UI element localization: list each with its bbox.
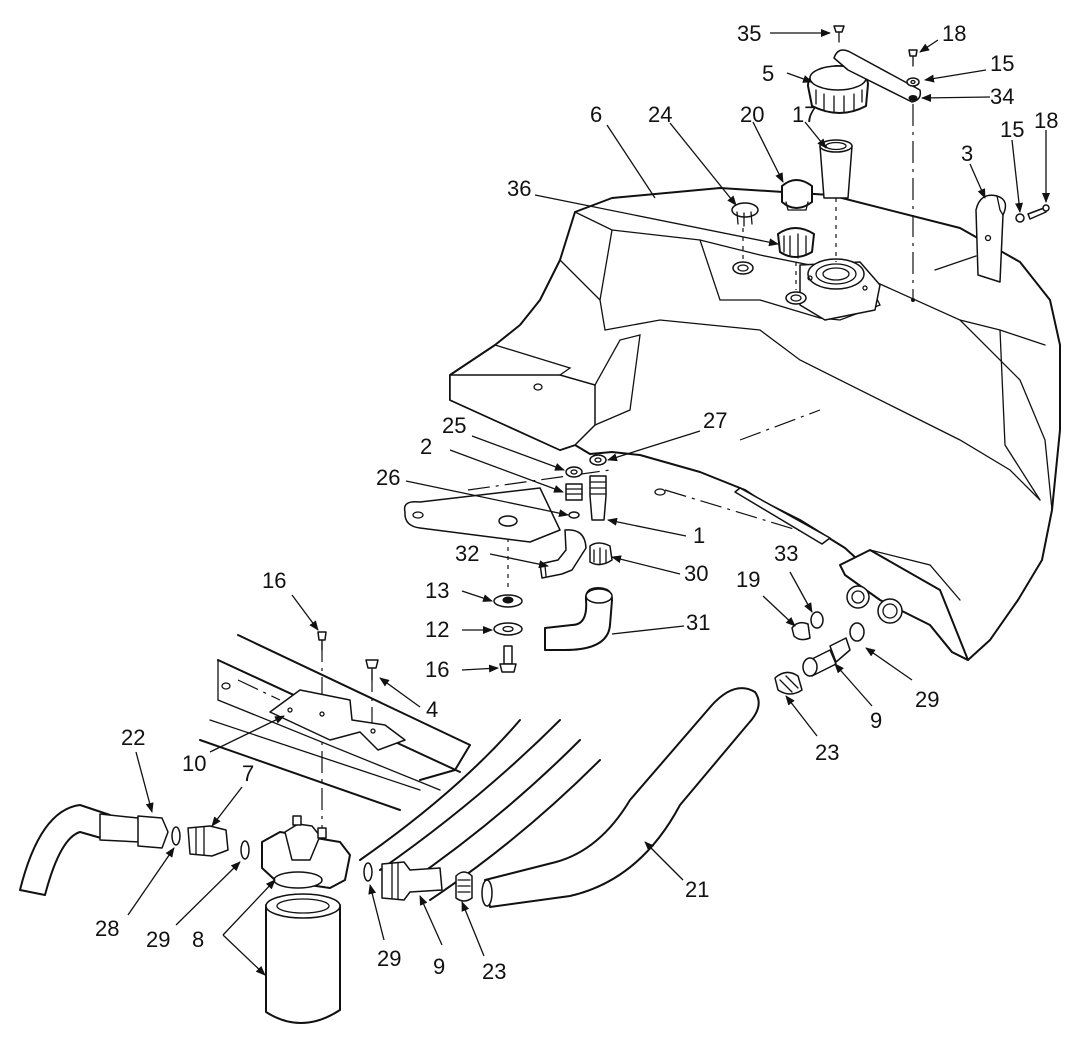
fuel-tank <box>449 187 1061 661</box>
bolt-16a <box>317 631 327 641</box>
tank-mount-plate <box>403 487 831 545</box>
fitting-9b <box>381 861 443 901</box>
callout-9-bottom: 9 <box>433 954 445 979</box>
callout-16-top: 16 <box>262 568 286 593</box>
callout-33: 33 <box>774 541 798 566</box>
washer-27 <box>589 454 607 466</box>
callout-23-right: 23 <box>815 740 839 765</box>
nut-34 <box>908 95 918 101</box>
callout-30: 30 <box>684 561 708 586</box>
washer-15b <box>1015 213 1025 223</box>
fuel-filter-assembly <box>19 804 473 1024</box>
callout-29-right: 29 <box>915 687 939 712</box>
bolt-18a <box>908 49 918 57</box>
vent-valves <box>731 179 815 259</box>
washer-12 <box>493 622 523 636</box>
callout-23-bottom: 23 <box>482 959 506 984</box>
mounting-bracket-10 <box>269 689 406 751</box>
callout-15-right: 15 <box>1000 117 1024 142</box>
callout-12: 12 <box>425 617 449 642</box>
callout-32: 32 <box>455 541 479 566</box>
fuel-cap-assembly <box>807 25 922 199</box>
callout-4: 4 <box>426 697 438 722</box>
hose-fitting-22 <box>137 815 169 849</box>
callout-27: 27 <box>703 408 727 433</box>
frame-rail <box>199 631 601 901</box>
fuel-hose-21 <box>481 687 760 908</box>
o-ring-28 <box>171 826 181 846</box>
plug-19 <box>791 621 811 641</box>
callout-18-top: 18 <box>942 21 966 46</box>
fuel-line-32 <box>539 529 587 579</box>
callout-16-bottom: 16 <box>425 657 449 682</box>
fitting-1 <box>589 475 607 521</box>
callout-31: 31 <box>686 610 710 635</box>
callout-21: 21 <box>685 877 709 902</box>
hose-31 <box>544 587 613 651</box>
grommet-24 <box>731 202 759 218</box>
callout-35: 35 <box>737 21 761 46</box>
vent-cap-20 <box>781 179 813 209</box>
callout-29-left: 29 <box>146 927 170 952</box>
o-ring-29b <box>240 840 250 860</box>
adapter-7 <box>187 825 229 857</box>
hose-clamp-23a <box>774 671 803 695</box>
leader-lines <box>127 29 1050 976</box>
callout-7: 7 <box>242 761 254 786</box>
washer-15a <box>906 77 920 87</box>
callout-25: 25 <box>442 413 466 438</box>
hose-22 <box>19 804 111 896</box>
bolt-16b <box>503 645 513 665</box>
callout-13: 13 <box>425 578 449 603</box>
callout-19: 19 <box>736 567 760 592</box>
vent-rollover-36 <box>777 227 815 258</box>
fuel-outlet-fittings <box>493 454 613 673</box>
callout-9-right: 9 <box>870 708 882 733</box>
o-ring-29a <box>849 622 865 642</box>
callout-18-right: 18 <box>1034 108 1058 133</box>
callout-17: 17 <box>792 102 816 127</box>
filler-tube <box>819 145 853 199</box>
callout-labels: 35 18 5 15 34 6 24 20 17 15 18 3 36 25 2… <box>95 21 1058 984</box>
callout-6: 6 <box>590 102 602 127</box>
callout-10: 10 <box>182 751 206 776</box>
callout-1: 1 <box>693 523 705 548</box>
callout-20: 20 <box>740 102 764 127</box>
callout-2: 2 <box>420 434 432 459</box>
bolt-18b <box>1027 207 1047 220</box>
callout-5: 5 <box>762 61 774 86</box>
callout-34: 34 <box>990 84 1014 109</box>
return-fittings <box>774 611 865 695</box>
callout-22: 22 <box>121 725 145 750</box>
screw-35 <box>833 25 845 33</box>
callout-28: 28 <box>95 916 119 941</box>
callout-36: 36 <box>507 176 531 201</box>
washer-25 <box>565 466 583 478</box>
callout-8: 8 <box>192 927 204 952</box>
bolt-4 <box>365 659 379 669</box>
hose-clamp-30 <box>589 542 613 566</box>
callout-29-bottom: 29 <box>377 946 401 971</box>
cap-tether <box>833 49 922 103</box>
washer-26 <box>568 511 580 519</box>
tank-strap-bracket <box>934 194 1050 283</box>
callout-26: 26 <box>376 465 400 490</box>
callout-15-top: 15 <box>990 51 1014 76</box>
callout-3: 3 <box>961 141 973 166</box>
o-ring-29c <box>363 862 373 882</box>
fitting-2 <box>565 483 583 501</box>
o-ring-33 <box>810 611 824 629</box>
callout-24: 24 <box>648 102 672 127</box>
